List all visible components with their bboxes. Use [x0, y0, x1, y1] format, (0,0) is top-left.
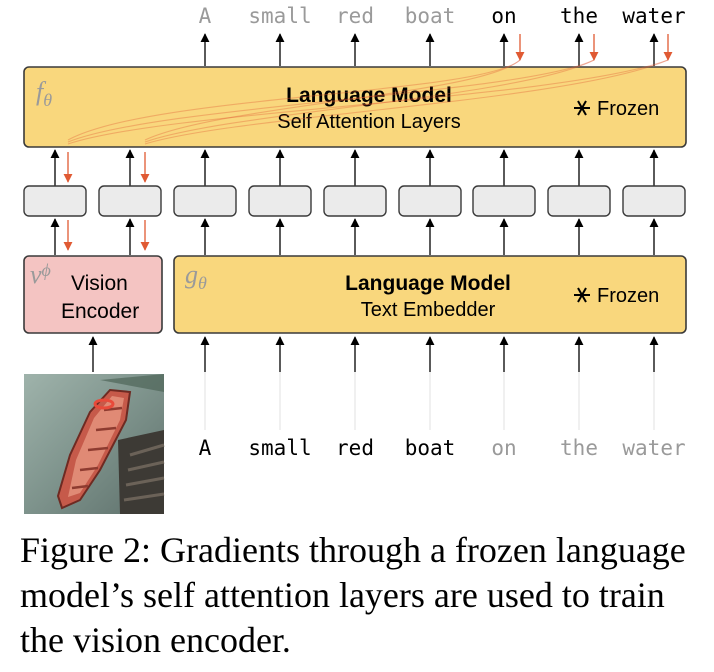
text-embedder-title: Language Model — [345, 272, 511, 295]
output-token-1: small — [248, 4, 311, 28]
v-phi-symbol: vϕ — [30, 260, 51, 289]
embedding-box — [98, 185, 162, 217]
figure-caption: Figure 2: Gradients through a frozen lan… — [20, 530, 686, 660]
output-token-0: A — [199, 4, 212, 28]
output-token-6: water — [622, 4, 685, 28]
embedding-box — [323, 185, 387, 217]
vision-encoder-box: vϕ Vision Encoder — [23, 255, 163, 334]
frozen-label-top: Frozen — [597, 98, 659, 120]
input-token-5: the — [560, 436, 598, 460]
self-attention-box-rect — [23, 66, 687, 148]
embedding-box — [622, 185, 686, 217]
self-attention-layers-box: fθ Language Model Self Attention Layers … — [23, 66, 687, 148]
encoder-to-embedding-arrows — [50, 218, 659, 255]
embedding-box — [472, 185, 536, 217]
embedding-to-attention-arrows — [50, 149, 659, 186]
snowflake-icon — [574, 287, 590, 303]
output-token-2: red — [336, 4, 374, 28]
output-token-5: the — [560, 4, 598, 28]
boat-photo — [24, 374, 165, 514]
input-token-2: red — [336, 436, 374, 460]
input-token-4: on — [491, 436, 516, 460]
self-attention-title: Language Model — [286, 84, 452, 107]
input-token-1: small — [248, 436, 311, 460]
output-gradient-arrows — [515, 34, 673, 61]
vision-label: Vision — [71, 272, 128, 295]
embedding-box — [547, 185, 611, 217]
embedding-box — [23, 185, 87, 217]
g-theta-symbol: gθ — [185, 260, 207, 293]
text-embedder-subtitle: Text Embedder — [361, 299, 496, 321]
input-arrows — [88, 336, 659, 430]
embedding-box — [248, 185, 312, 217]
text-embedder-box: gθ Language Model Text Embedder Frozen — [173, 255, 687, 334]
input-token-0: A — [199, 436, 212, 460]
output-arrows — [200, 33, 659, 66]
self-attention-subtitle: Self Attention Layers — [277, 111, 460, 133]
input-token-6: water — [622, 436, 685, 460]
frozen-label-bottom: Frozen — [597, 285, 659, 307]
embedding-box — [398, 185, 462, 217]
embedding-box — [173, 185, 237, 217]
snowflake-icon — [574, 100, 590, 116]
output-token-4: on — [491, 4, 516, 28]
f-theta-symbol: fθ — [36, 77, 52, 110]
input-token-3: boat — [405, 436, 456, 460]
gradient-flow-curves — [67, 59, 669, 145]
embedding-token-boxes — [23, 185, 686, 217]
output-token-3: boat — [405, 4, 456, 28]
text-embedder-rect — [173, 255, 687, 334]
encoder-label: Encoder — [61, 300, 139, 323]
vision-encoder-rect — [23, 255, 163, 334]
